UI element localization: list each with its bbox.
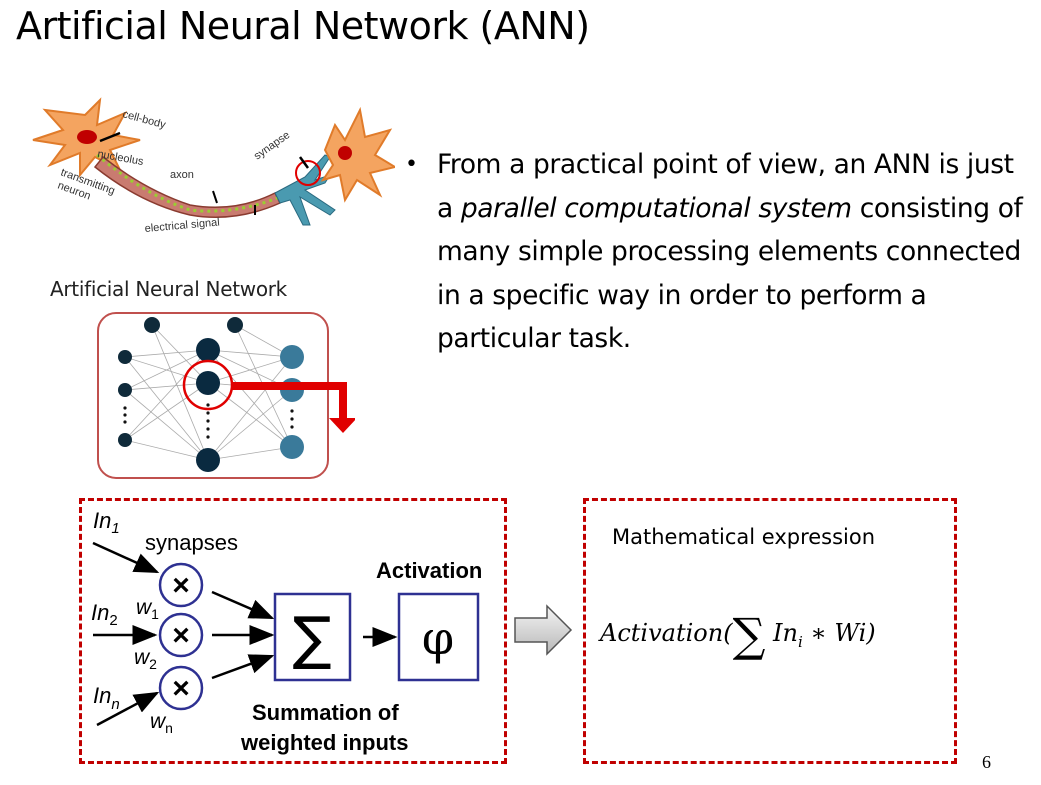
multiply-node-n — [158, 665, 204, 711]
receiving-neuron-body — [320, 106, 395, 203]
slide-title: Artificial Neural Network (ANN) — [16, 4, 590, 48]
summation-block — [273, 592, 352, 682]
summation-label-line2: weighted inputs — [240, 730, 408, 755]
input-label-n: Inn — [93, 683, 120, 713]
ann-input-nodes — [118, 317, 243, 447]
neuron-model-box — [79, 498, 507, 764]
math-subscript: i — [797, 632, 803, 651]
weight-label-n: wn — [150, 710, 173, 736]
ann-highlight-arrow — [232, 382, 355, 433]
ann-image-label: Artificial Neural Network — [50, 277, 287, 301]
synapses-label: synapses — [145, 530, 238, 555]
weight-label-2: w2 — [134, 646, 157, 672]
bullet-text-italic: parallel computational system — [460, 192, 852, 224]
label-electrical-signal: electrical signal — [144, 216, 220, 235]
math-term: In — [773, 619, 798, 647]
activation-label: Activation — [376, 558, 482, 583]
ann-ellipsis-dots — [123, 403, 294, 439]
summation-label-line1: Summation of — [252, 700, 399, 725]
bullet-text-part2: consisting of many simple processing ele… — [437, 192, 1023, 355]
activation-block — [397, 592, 480, 682]
bullet-text: From a practical point of view, an ANN i… — [437, 143, 1035, 361]
label-cell-body: cell-body — [121, 108, 167, 131]
ann-hidden-nodes — [196, 338, 220, 472]
bullet-marker: • — [405, 152, 418, 177]
ann-network-image — [97, 312, 355, 479]
synapse-highlight-circle — [295, 160, 321, 186]
summation-symbol: ∑ — [292, 604, 331, 672]
label-synapse: synapse — [252, 129, 292, 162]
input-label-2: In2 — [91, 600, 118, 629]
math-expression-box — [583, 498, 957, 764]
activation-symbol: φ — [422, 611, 454, 665]
weight-label-1: w1 — [136, 596, 159, 622]
multiply-symbol-n: × — [172, 672, 190, 705]
transmitting-neuron-body — [32, 97, 141, 178]
bullet-text-part1: From a practical point of view, an ANN i… — [437, 149, 1014, 224]
math-expression: Activation(∑ Ini ∗ Wi) — [600, 608, 876, 662]
multiply-node-1 — [158, 562, 204, 608]
math-func: Activation( — [600, 619, 733, 647]
math-rest: ∗ Wi) — [802, 619, 876, 647]
bullet-point: • From a practical point of view, an ANN… — [405, 143, 1035, 361]
right-block-arrow-icon — [514, 604, 573, 656]
neuron-model-diagram: × × × ∑ φ In1 In2 Inn synapses w1 w2 wn … — [91, 508, 482, 755]
label-axon: axon — [170, 169, 194, 181]
page-number: 6 — [982, 752, 991, 772]
multiply-node-2 — [158, 612, 204, 658]
input-label-1: In1 — [93, 508, 120, 537]
multiply-symbol-2: × — [172, 619, 190, 652]
biological-neuron-image: cell-body nucleolus axon synapse transmi… — [32, 97, 395, 235]
multiply-symbol-1: × — [172, 569, 190, 602]
math-sigma: ∑ — [732, 608, 766, 662]
math-expression-title: Mathematical expression — [612, 525, 876, 549]
